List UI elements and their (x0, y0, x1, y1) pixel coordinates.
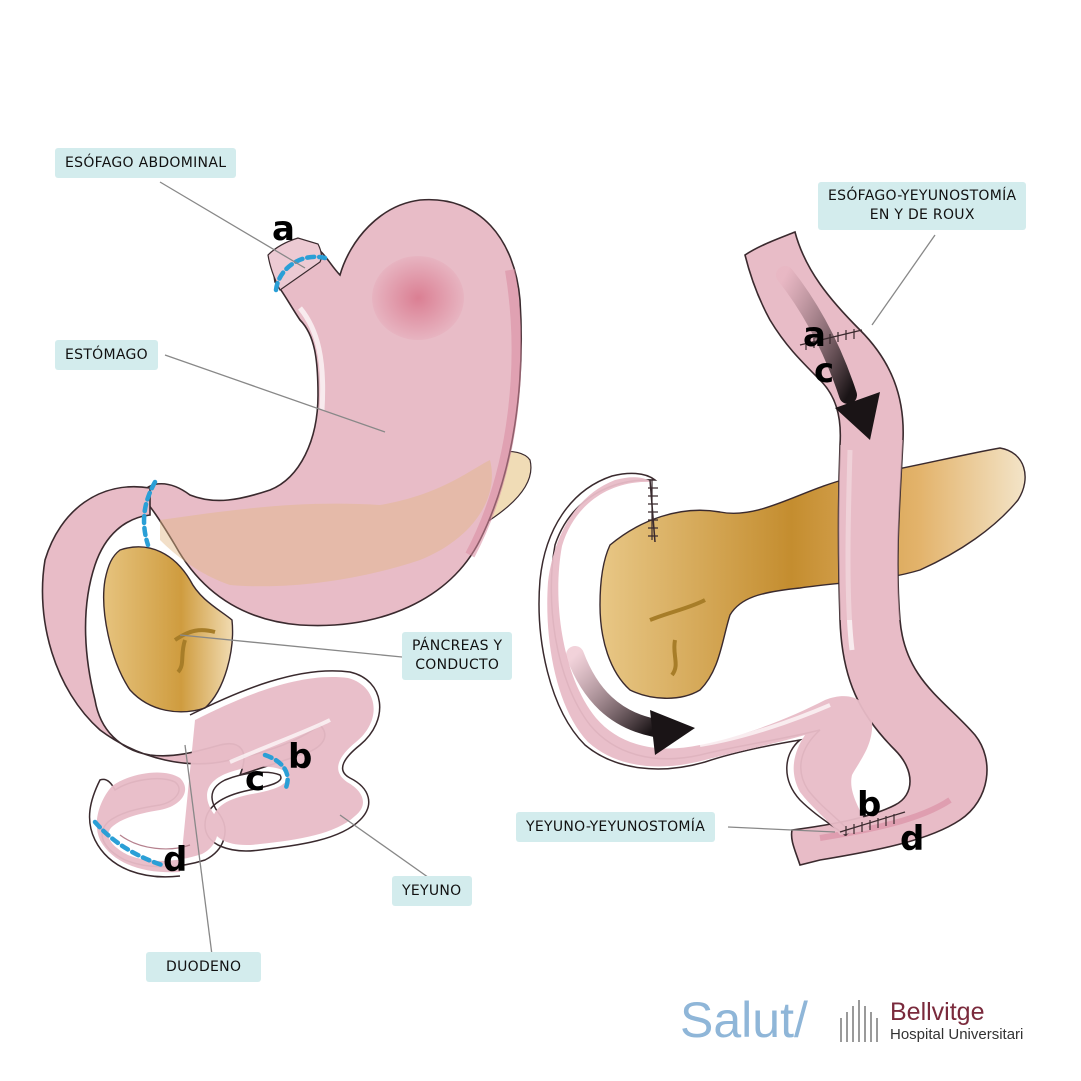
resection-lines (92, 254, 328, 869)
label-pancreas-line2: CONDUCTO (415, 657, 500, 673)
suture-lines (648, 329, 906, 836)
flow-arrow-lower (566, 646, 664, 737)
label-esofago-abdominal: ESÓFAGO ABDOMINAL (55, 148, 237, 178)
marker-left-d: d (163, 840, 188, 880)
leader-lines-right (727, 234, 936, 833)
label-esofago-yeyunostomia-line2: EN Y DE ROUX (869, 207, 975, 223)
label-duodeno: DUODENO (146, 952, 262, 982)
label-yeyuno: YEYUNO (392, 876, 472, 906)
label-esofago-yeyunostomia: ESÓFAGO-YEYUNOSTOMÍA EN Y DE ROUX (818, 182, 1027, 230)
marker-right-c: c (814, 351, 835, 391)
leader-lines-left (159, 181, 433, 956)
marker-right-d: d (900, 819, 925, 859)
brand-hospital-name: Bellvitge (890, 998, 985, 1026)
pancreatic-duct (173, 628, 216, 674)
label-pancreas-line1: PÁNCREAS Y (412, 638, 503, 654)
marker-right-a: a (803, 315, 826, 355)
label-esofago-yeyunostomia-line1: ESÓFAGO-YEYUNOSTOMÍA (828, 188, 1017, 204)
marker-left-c: c (245, 759, 266, 799)
stomach-highlight-spot (372, 256, 464, 340)
label-estomago: ESTÓMAGO (55, 340, 158, 370)
label-pancreas-conducto: PÁNCREAS Y CONDUCTO (402, 632, 513, 680)
marker-left-b: b (288, 737, 313, 777)
marker-right-b: b (857, 785, 882, 825)
hospital-logo-icon (840, 1000, 878, 1042)
flow-arrow-upper-head (835, 392, 880, 440)
brand-salut-logo: Salut/ (680, 992, 808, 1048)
flow-arrow-upper (776, 266, 857, 404)
label-yeyuno-yeyunostomia: YEYUNO-YEYUNOSTOMÍA (516, 812, 716, 842)
flow-arrow-lower-head (650, 710, 695, 755)
pancreas-right (599, 447, 1026, 699)
brand-hospital-subtitle: Hospital Universitari (890, 1026, 1024, 1043)
marker-left-a: a (272, 209, 295, 249)
